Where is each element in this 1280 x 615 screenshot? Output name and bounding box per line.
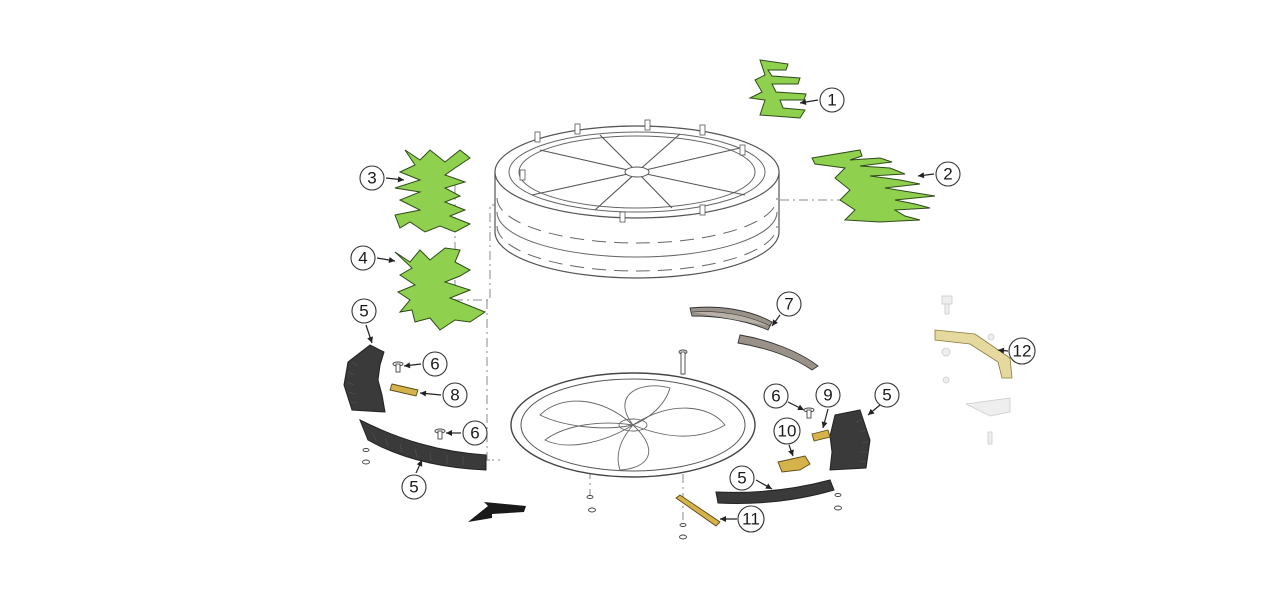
callout-label: 10 [778,422,797,441]
rotor-blade-3 [394,149,472,233]
leader-arrowhead [788,449,794,456]
callout-label: 3 [367,169,376,188]
callout-leaders [365,99,1009,522]
leader-arrowhead [797,404,804,410]
callout-circle [442,382,468,408]
callout-6: 6 [462,420,488,446]
callout-circle [819,87,845,113]
callout-label: 6 [470,424,479,443]
leader-arrowhead [416,460,423,467]
leader-arrowhead [367,336,373,343]
callout-label: 5 [882,386,891,405]
callout-12: 12 [1008,337,1036,365]
rotor-drum [494,119,780,279]
bottom-plate [510,372,756,478]
callout-circle [815,382,841,408]
leader-arrowhead [404,362,411,369]
rotor-blade-2 [811,149,936,223]
leader-arrowhead [765,483,772,489]
callout-label: 8 [450,386,459,405]
callout-label: 12 [1013,342,1032,361]
callout-label: 1 [827,91,836,110]
leader-arrowhead [800,99,807,105]
callout-5: 5 [874,382,900,408]
callout-circle [935,161,961,187]
leader-arrowhead [388,257,395,263]
callout-circle [350,245,376,271]
callout-circle [351,298,377,324]
callout-6: 6 [763,383,789,409]
leader-arrowhead [868,408,875,415]
leader-arrowhead [420,390,427,397]
callout-circle [359,165,385,191]
callout-5: 5 [729,465,755,491]
callout-circle [462,420,488,446]
callout-label: 5 [737,469,746,488]
callout-4: 4 [350,245,376,271]
callout-label: 7 [784,295,793,314]
callout-1: 1 [819,87,845,113]
callout-5: 5 [351,298,377,324]
callout-label: 6 [771,387,780,406]
leader-arrowhead [397,176,404,183]
callout-circle [401,474,427,500]
callout-label: 4 [358,249,367,268]
hardware [362,349,842,540]
callout-9: 9 [815,382,841,408]
callout-circle [874,382,900,408]
leader-arrowhead [720,516,726,522]
callout-11: 11 [737,505,765,533]
callout-8: 8 [442,382,468,408]
callout-7: 7 [776,291,802,317]
callout-circle [773,417,801,445]
callout-label: 6 [430,355,439,374]
callout-label: 9 [823,386,832,405]
knife-right-lower [715,479,835,504]
callout-label: 2 [943,165,952,184]
arrow-down-left-icon [468,502,526,522]
leader-arrowhead [918,172,925,179]
callout-circle [776,291,802,317]
rotor-blade-1 [748,59,807,119]
callout-5: 5 [401,474,427,500]
knife-right-upper [829,409,871,471]
leader-arrowhead [821,421,828,428]
callout-3: 3 [359,165,385,191]
callout-10: 10 [773,417,801,445]
mounting-bracket-12 [934,295,1013,445]
knife-left-lower [359,418,487,471]
callout-circle [1008,337,1036,365]
leader-arrowhead [446,430,452,436]
callout-label: 5 [359,302,368,321]
callout-label: 11 [742,510,760,529]
rotor-blade-4 [394,247,487,331]
callout-circle [729,465,755,491]
guide-plates [689,306,819,371]
callout-label: 5 [409,478,418,497]
leader-arrowhead [998,347,1005,354]
callout-circle [422,351,448,377]
callout-2: 2 [935,161,961,187]
callout-circle [763,383,789,409]
leader-arrowhead [772,319,778,326]
callout-6: 6 [422,351,448,377]
callout-circle [737,505,765,533]
knife-left-upper [343,344,386,413]
